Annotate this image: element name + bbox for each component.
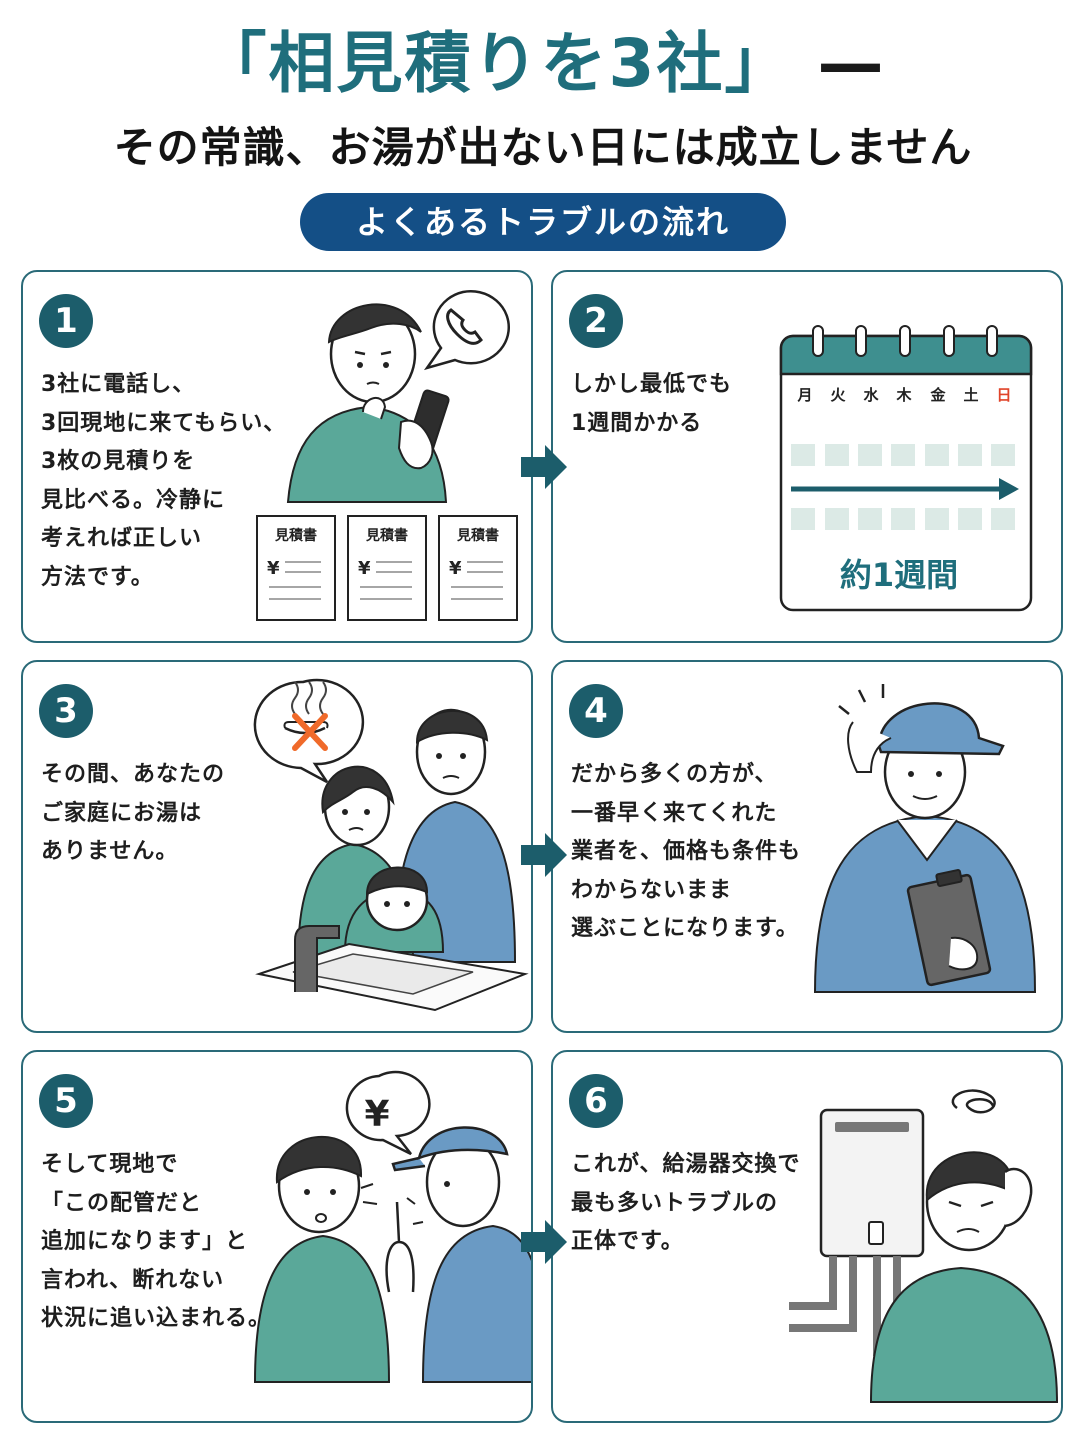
step-text: だから多くの方が、 一番早く来てくれた 業者を、価格も条件も わからないまま 選… bbox=[571, 762, 802, 941]
svg-text:見積書: 見積書 bbox=[274, 527, 317, 544]
step-number: 1 bbox=[39, 294, 93, 348]
step-number: 3 bbox=[39, 684, 93, 738]
svg-text:見積書: 見積書 bbox=[365, 527, 408, 544]
calendar-weekdays: 月 火 水 木 金 土 日 bbox=[796, 386, 1011, 404]
no-hot-water-bubble-icon bbox=[253, 678, 365, 784]
flow-arrow-icon bbox=[521, 445, 567, 489]
step-text: その間、あなたの ご家庭にお湯は ありません。 bbox=[41, 762, 226, 864]
section-badge: よくあるトラブルの流れ bbox=[300, 193, 786, 251]
step-text: そして現地で 「この配管だと 追加になります」と 言われ、断れない 状況に追い込… bbox=[41, 1152, 272, 1331]
step-text: しかし最低でも 1週間かかる bbox=[571, 372, 733, 436]
step-number: 4 bbox=[569, 684, 623, 738]
step-card-2: 2 しかし最低でも 1週間かかる 月 火 水 木 金 土 日 bbox=[551, 270, 1063, 643]
illustration-family-sink bbox=[253, 678, 529, 1012]
step-number: 2 bbox=[569, 294, 623, 348]
estimate-document-2: 見積書 ¥ bbox=[347, 515, 427, 621]
svg-text:金: 金 bbox=[929, 386, 946, 404]
flow-arrow-icon bbox=[521, 833, 567, 877]
illustration-phone-man: 見積書 ¥ 見積書 ¥ 見積書 ¥ bbox=[256, 290, 518, 621]
svg-text:¥: ¥ bbox=[449, 558, 462, 579]
svg-text:¥: ¥ bbox=[267, 558, 280, 579]
svg-text:¥: ¥ bbox=[364, 1094, 389, 1135]
estimate-document-1: 見積書 ¥ bbox=[256, 515, 336, 621]
svg-text:火: 火 bbox=[830, 386, 846, 404]
svg-text:木: 木 bbox=[895, 386, 912, 404]
title-dash: — bbox=[817, 25, 886, 102]
calendar-illustration: 月 火 水 木 金 土 日 約1週間 bbox=[779, 325, 1033, 612]
svg-text:日: 日 bbox=[996, 386, 1011, 404]
illustration-worker-clipboard bbox=[813, 684, 1037, 993]
step-number: 5 bbox=[39, 1074, 93, 1128]
page-title: 「相見積りを3社」 — bbox=[0, 22, 1086, 106]
man-illustration bbox=[286, 303, 450, 503]
step-text: これが、給湯器交換で 最も多いトラブルの 正体です。 bbox=[571, 1152, 801, 1254]
svg-text:見積書: 見積書 bbox=[456, 527, 499, 544]
illustration-water-heater-man bbox=[789, 1089, 1059, 1403]
step-number: 6 bbox=[569, 1074, 623, 1128]
yen-bubble-icon: ¥ bbox=[345, 1070, 431, 1156]
svg-text:土: 土 bbox=[963, 386, 978, 404]
flow-arrow-icon bbox=[521, 1220, 567, 1264]
step-card-1: 1 3社に電話し、 3回現地に来てもらい、 3枚の見積りを 見比べる。冷静に 考… bbox=[21, 270, 533, 643]
duration-label: 約1週間 bbox=[840, 556, 958, 594]
step-card-5: 5 そして現地で 「この配管だと 追加になります」と 言われ、断れない 状況に追… bbox=[21, 1050, 533, 1423]
phone-bubble-icon bbox=[423, 290, 510, 371]
svg-text:水: 水 bbox=[863, 386, 879, 404]
svg-text:¥: ¥ bbox=[358, 558, 371, 579]
illustration-worker-extra-fee: ¥ bbox=[253, 1070, 531, 1383]
svg-text:月: 月 bbox=[796, 386, 812, 404]
estimate-document-3: 見積書 ¥ bbox=[438, 515, 518, 621]
page-subtitle: その常識、お湯が出ない日には成立しません bbox=[113, 123, 973, 172]
water-heater-icon bbox=[789, 1108, 925, 1356]
step-card-3: 3 その間、あなたの ご家庭にお湯は ありません。 bbox=[21, 660, 533, 1033]
title-text: 「相見積りを3社」 bbox=[200, 25, 793, 102]
step-text: 3社に電話し、 3回現地に来てもらい、 3枚の見積りを 見比べる。冷静に 考えれ… bbox=[41, 372, 287, 590]
step-card-6: 6 これが、給湯器交換で 最も多いトラブルの 正体です。 bbox=[551, 1050, 1063, 1423]
step-card-4: 4 だから多くの方が、 一番早く来てくれた 業者を、価格も条件も わからないまま… bbox=[551, 660, 1063, 1033]
